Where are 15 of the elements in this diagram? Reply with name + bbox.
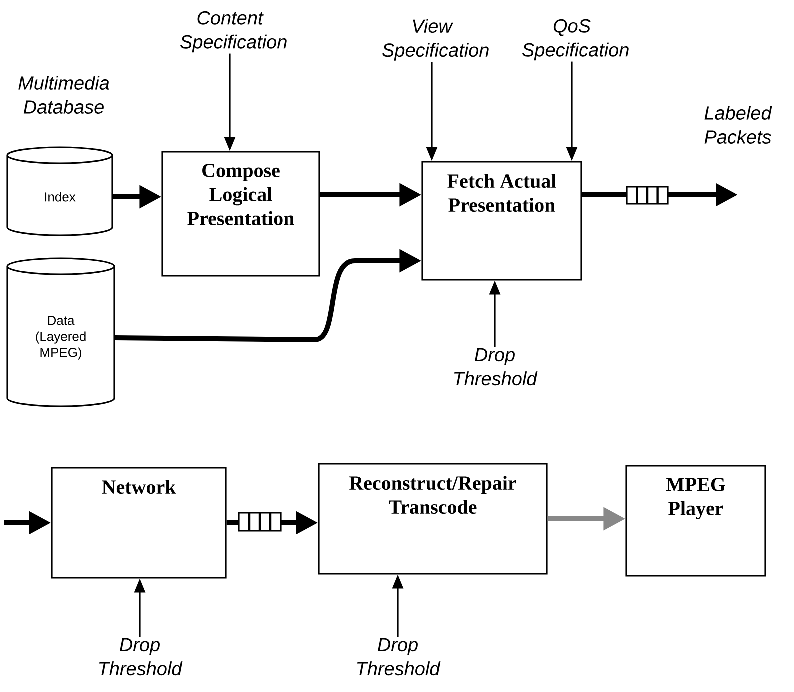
input-label: Drop Threshold	[357, 638, 441, 676]
input-label: Content Specification	[180, 11, 287, 53]
input-label: Drop Threshold	[99, 638, 183, 676]
process-box: MPEG Player	[626, 465, 766, 577]
process-box: Compose Logical Presentation	[162, 151, 320, 277]
process-box: Reconstruct/Repair Transcode	[318, 463, 548, 575]
process-box: Network	[51, 467, 227, 579]
group-label: Multimedia Database	[18, 76, 110, 114]
input-label: Drop Threshold	[454, 348, 538, 386]
input-label: View Specification	[382, 19, 489, 61]
database-cylinder: Data (Layered MPEG)	[6, 258, 116, 408]
database-cylinder: Index	[6, 146, 114, 236]
process-box: Fetch Actual Presentation	[422, 161, 582, 281]
input-label: Labeled Packets	[704, 106, 772, 144]
input-label: QoS Specification	[522, 19, 629, 61]
